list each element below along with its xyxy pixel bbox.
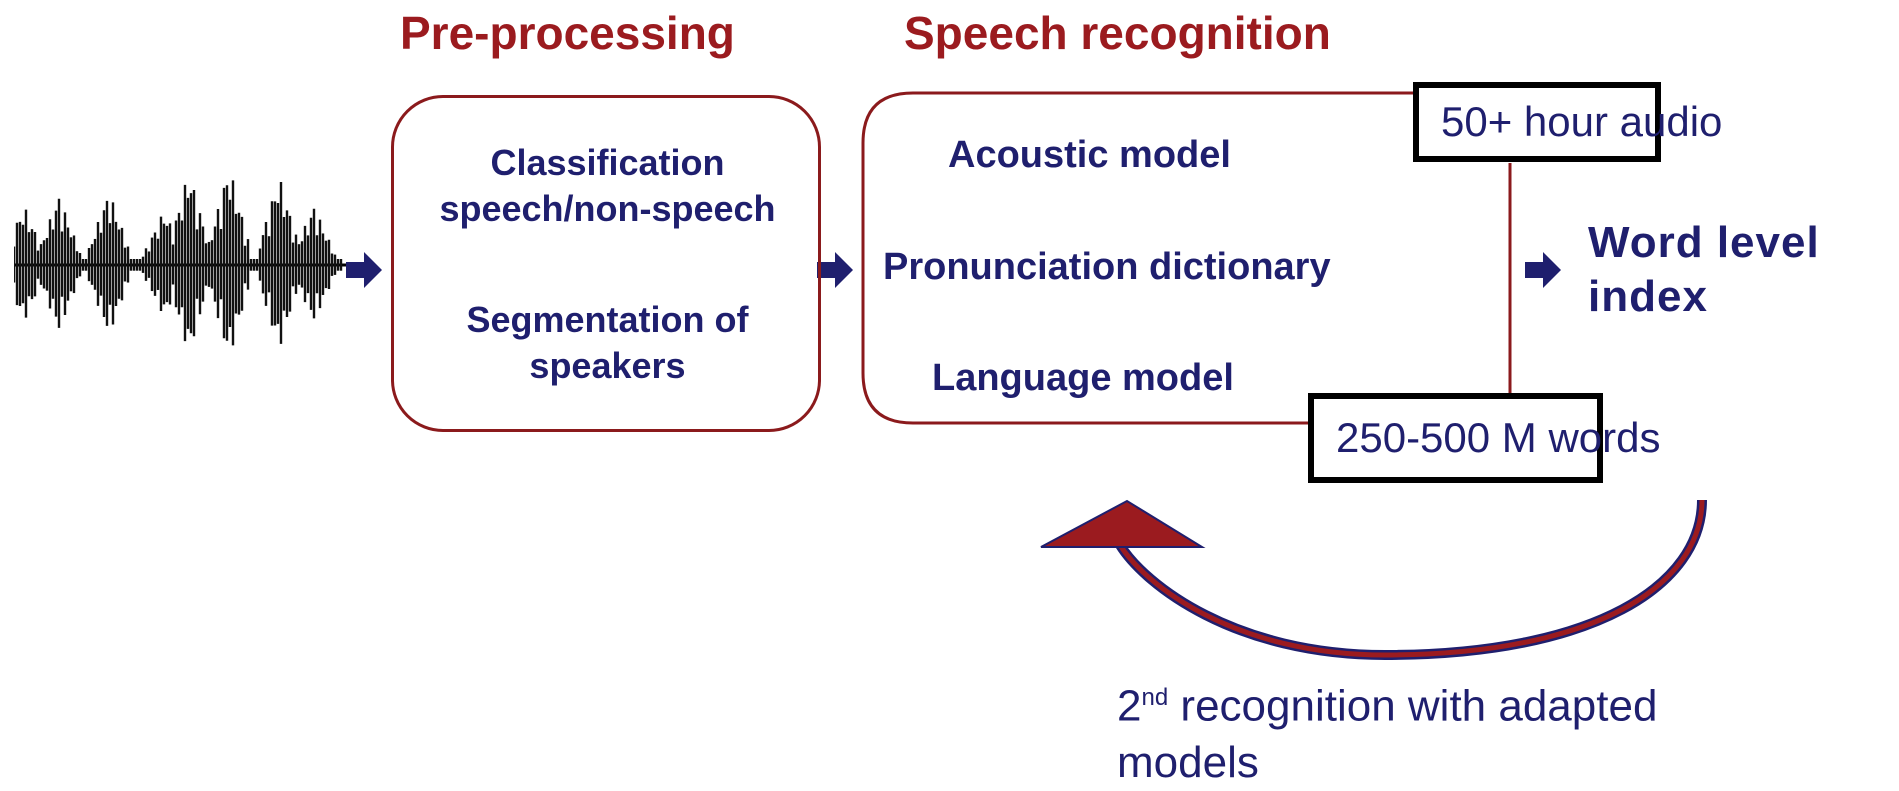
preprocessing-header: Pre-processing (400, 7, 735, 59)
language-model-label: Language model (932, 357, 1234, 399)
waveform-icon (14, 180, 354, 346)
word-level-index-label: Word level index (1588, 216, 1820, 324)
speech-recognition-header: Speech recognition (904, 7, 1331, 59)
preprocessing-segmentation-label: Segmentation of speakers (395, 297, 820, 389)
audio-data-label: 50+ hour audio (1441, 98, 1723, 145)
output-line2: index (1588, 272, 1708, 321)
classification-line1: Classification (490, 142, 725, 183)
segmentation-line2: speakers (529, 345, 686, 386)
feedback-note: 2nd recognition with adapted models (1117, 670, 1657, 791)
preprocessing-box (391, 95, 821, 432)
classification-line2: speech/non-speech (439, 188, 776, 229)
acoustic-model-label: Acoustic model (948, 134, 1231, 176)
text-data-box: 250-500 M words (1308, 393, 1661, 483)
arrow-right-icon (346, 252, 382, 288)
recognition-box (861, 91, 1512, 425)
pronunciation-dictionary-label: Pronunciation dictionary (883, 246, 1331, 288)
text-data-label: 250-500 M words (1336, 414, 1661, 461)
feedback-note-line2: models (1117, 737, 1259, 787)
preprocessing-classification-label: Classification speech/non-speech (395, 140, 820, 232)
arrow-right-icon (1525, 252, 1561, 288)
audio-data-box: 50+ hour audio (1413, 82, 1722, 162)
arrow-right-icon (817, 252, 853, 288)
output-line1: Word level (1588, 218, 1820, 267)
curved-feedback-arrow-icon (1040, 499, 1707, 661)
segmentation-line1: Segmentation of (466, 299, 749, 340)
feedback-note-line1: 2nd recognition with adapted (1117, 681, 1658, 731)
